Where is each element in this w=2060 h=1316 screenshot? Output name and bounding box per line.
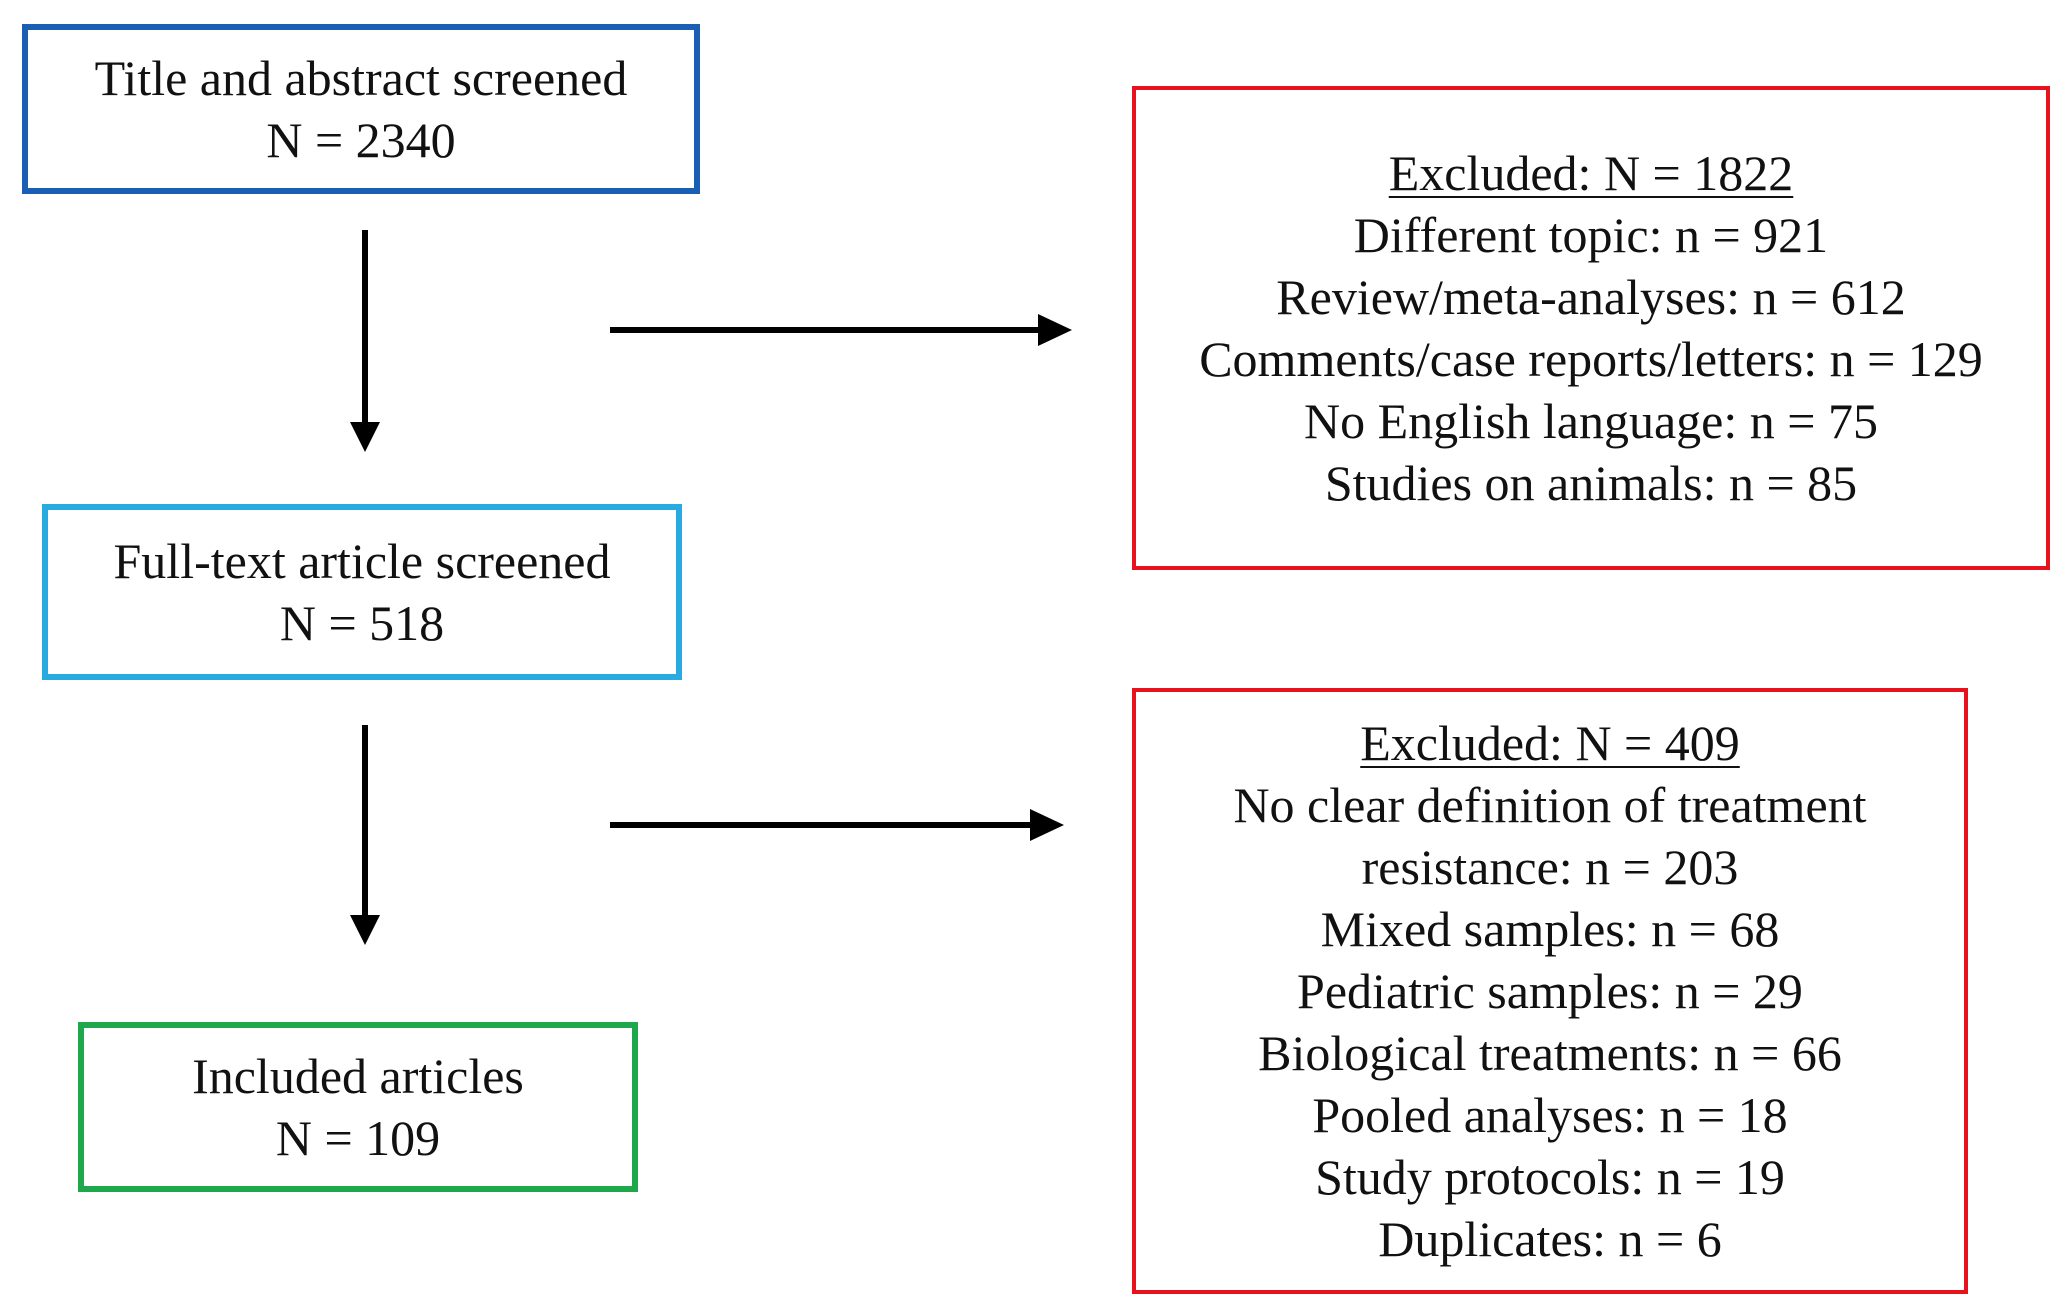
excluded-2-reason: Pooled analyses: n = 18	[1312, 1087, 1788, 1143]
excluded-2-reason: Study protocols: n = 19	[1315, 1149, 1785, 1205]
excluded-1-box: Excluded: N = 1822 Different topic: n = …	[1132, 86, 2050, 570]
excluded-2-reason: Pediatric samples: n = 29	[1297, 963, 1803, 1019]
excluded-1-heading: Excluded: N = 1822	[1388, 145, 1794, 201]
title-abstract-screened-box: Title and abstract screened N = 2340	[22, 24, 700, 194]
included-articles-box: Included articles N = 109	[78, 1022, 638, 1192]
excluded-1-reason: Different topic: n = 921	[1353, 207, 1829, 263]
arrow-fulltext-to-included	[350, 725, 380, 945]
excluded-2-heading: Excluded: N = 409	[1360, 715, 1740, 771]
excluded-2-box: Excluded: N = 409 No clear definition of…	[1132, 688, 1968, 1294]
excluded-1-reason: No English language: n = 75	[1304, 393, 1878, 449]
excluded-2-reason: No clear definition of treatment resista…	[1233, 777, 1867, 895]
full-text-screened-box: Full-text article screened N = 518	[42, 504, 682, 680]
included-count: N = 109	[275, 1110, 441, 1166]
arrow-fulltext-to-excluded	[610, 809, 1064, 841]
title-abstract-label: Title and abstract screened	[94, 50, 628, 106]
included-label: Included articles	[192, 1048, 524, 1104]
excluded-2-reason: Duplicates: n = 6	[1378, 1211, 1722, 1267]
full-text-label: Full-text article screened	[113, 533, 611, 589]
excluded-2-reason: Biological treatments: n = 66	[1258, 1025, 1842, 1081]
excluded-2-reason: Mixed samples: n = 68	[1320, 901, 1780, 957]
arrow-screened-to-excluded	[610, 314, 1072, 346]
excluded-1-reason: Comments/case reports/letters: n = 129	[1199, 331, 1983, 387]
title-abstract-count: N = 2340	[266, 112, 456, 168]
excluded-1-reason: Review/meta-analyses: n = 612	[1276, 269, 1906, 325]
arrow-screened-to-fulltext	[350, 230, 380, 452]
excluded-1-reason: Studies on animals: n = 85	[1324, 455, 1858, 511]
full-text-count: N = 518	[279, 595, 445, 651]
